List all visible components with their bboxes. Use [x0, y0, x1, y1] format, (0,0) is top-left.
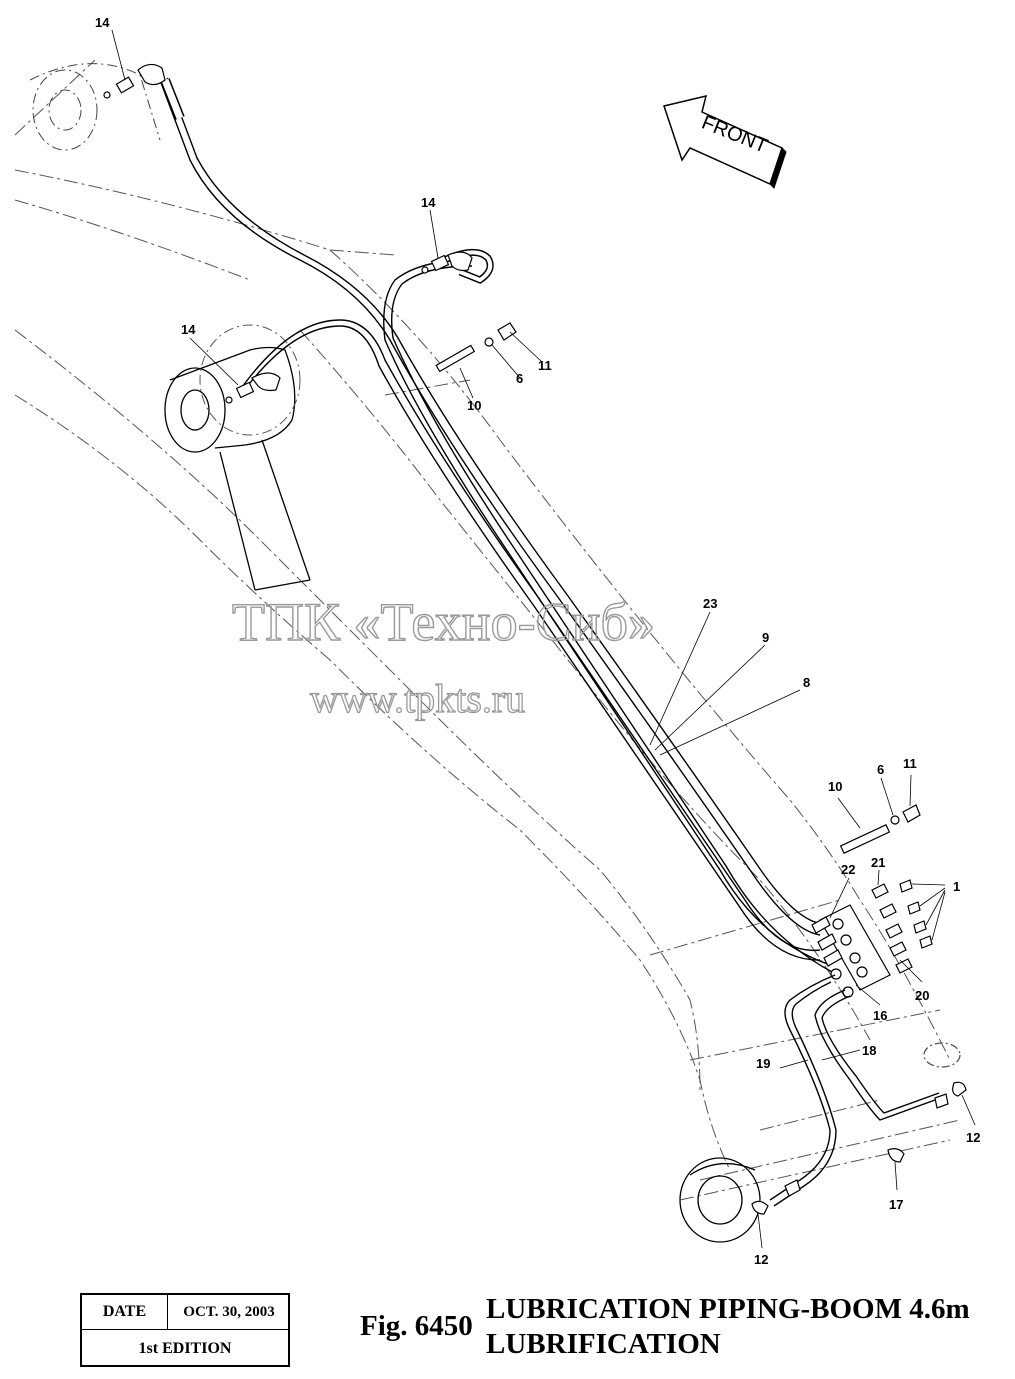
callout-19: 19	[756, 1056, 770, 1071]
callout-23: 23	[703, 596, 717, 611]
callout-17: 17	[889, 1197, 903, 1212]
clamps	[435, 322, 921, 854]
callout-21: 21	[871, 855, 885, 870]
lower-pipes	[769, 974, 940, 1207]
edition-info-box: DATE OCT. 30, 2003 1st EDITION	[80, 1293, 290, 1367]
callout-8: 8	[803, 675, 810, 690]
callout-11-upper: 11	[538, 358, 552, 373]
boom-outline	[14, 59, 961, 1201]
callout-9: 9	[762, 630, 769, 645]
callout-10-upper: 10	[467, 398, 481, 413]
date-value: OCT. 30, 2003	[183, 1304, 275, 1320]
fittings-14	[103, 63, 473, 404]
main-lubrication-pipes	[159, 77, 833, 973]
boom-cylinder	[164, 346, 311, 591]
callout-11-lower: 11	[903, 756, 917, 771]
callout-20: 20	[915, 988, 929, 1003]
callout-6-upper: 6	[516, 371, 523, 386]
callout-6-lower: 6	[877, 762, 884, 777]
callout-12-bottom: 12	[754, 1252, 768, 1267]
figure-title-line1: LUBRICATION PIPING-BOOM 4.6m	[486, 1293, 970, 1325]
watermark: ТПК «Техно-Сиб» www.tpkts.ru	[231, 591, 655, 721]
callout-14-cylinder: 14	[181, 322, 196, 337]
watermark-company: ТПК «Техно-Сиб»	[232, 592, 655, 652]
callout-12-right: 12	[966, 1130, 980, 1145]
edition-label: 1st EDITION	[138, 1340, 232, 1357]
watermark-url: www.tpkts.ru	[310, 676, 525, 721]
callout-14-middle: 14	[421, 195, 436, 210]
front-direction-arrow: FRONT	[663, 94, 787, 189]
callout-16: 16	[873, 1008, 887, 1023]
date-label: DATE	[82, 1295, 168, 1329]
callout-18: 18	[862, 1043, 876, 1058]
figure-title: LUBRICATION PIPING-BOOM 4.6m LUBRIFICATI…	[486, 1292, 970, 1362]
callout-10-lower: 10	[828, 779, 842, 794]
boom-foot-pin-boss	[679, 1042, 961, 1243]
callout-1: 1	[953, 879, 960, 894]
figure-number: Fig. 6450	[360, 1310, 473, 1342]
leader-lines	[111, 29, 976, 1249]
boom-cylinder-dashed-ring	[199, 324, 301, 436]
distribution-block	[811, 879, 933, 998]
callout-22: 22	[841, 862, 855, 877]
figure-title-line2: LUBRIFICATION	[486, 1328, 721, 1360]
date-row: DATE OCT. 30, 2003	[82, 1295, 288, 1330]
boom-top-pin-boss	[29, 63, 161, 151]
lower-fittings	[751, 1081, 967, 1215]
callout-14-top: 14	[95, 15, 110, 30]
top-hose	[160, 78, 494, 284]
callouts: 14 14 14 11 6 10 23 9 8 10 6 11 21 22 1 …	[95, 15, 980, 1267]
